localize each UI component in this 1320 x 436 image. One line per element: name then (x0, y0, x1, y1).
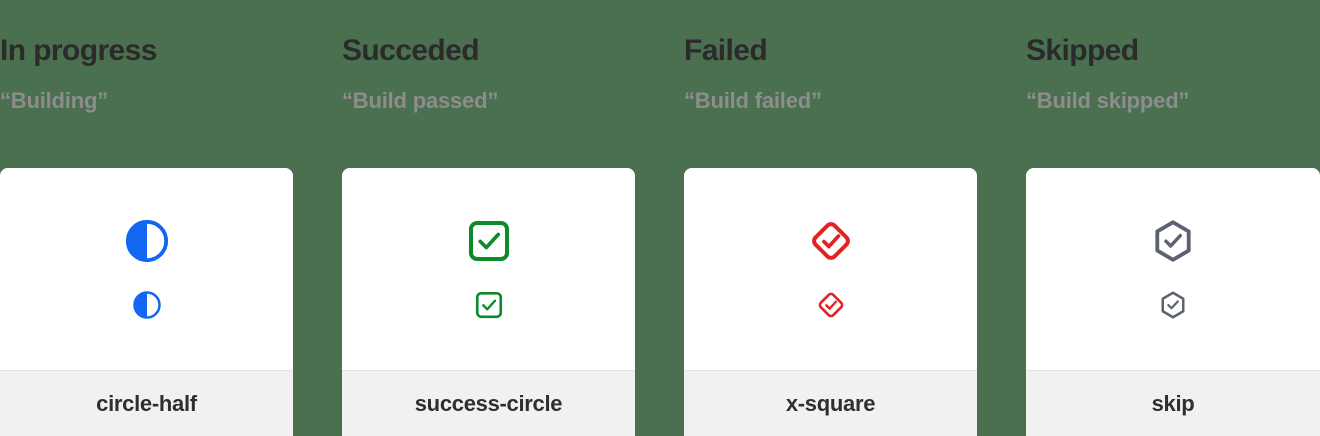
icon-card-success-circle[interactable]: success-circle (342, 168, 635, 436)
icon-name-label: circle-half (96, 390, 197, 416)
icon-card-footer: x-square (684, 370, 977, 436)
x-square-icon (816, 290, 846, 320)
icon-preview (1026, 168, 1320, 370)
icon-card-footer: circle-half (0, 370, 293, 436)
icon-preview (342, 168, 635, 370)
circle-half-icon (132, 290, 162, 320)
icon-card-x-square[interactable]: x-square (684, 168, 977, 436)
icon-card-circle-half[interactable]: circle-half (0, 168, 293, 436)
icon-preview (0, 168, 293, 370)
status-phrase: “Build passed” (342, 88, 499, 113)
status-phrase: “Build skipped” (1026, 88, 1190, 113)
status-title: Skipped (1026, 34, 1139, 67)
success-circle-icon (466, 218, 512, 264)
skip-icon (1158, 290, 1188, 320)
icon-name-label: skip (1151, 390, 1195, 416)
icon-preview (684, 168, 977, 370)
status-title: Failed (684, 34, 768, 67)
status-phrase: “Building” (0, 88, 108, 113)
icon-card-footer: success-circle (342, 370, 635, 436)
status-column-in-progress: In progress “Building” (0, 0, 293, 436)
icon-card-skip[interactable]: skip (1026, 168, 1320, 436)
status-title: In progress (0, 34, 157, 67)
circle-half-icon (124, 218, 170, 264)
status-column-succeded: Succeded “Build passed” (342, 0, 635, 436)
skip-icon (1150, 218, 1196, 264)
status-column-failed: Failed “Build failed” x (684, 0, 977, 436)
status-title: Succeded (342, 34, 480, 67)
status-column-skipped: Skipped “Build skipped” (1026, 0, 1320, 436)
status-phrase: “Build failed” (684, 88, 822, 113)
x-square-icon (808, 218, 854, 264)
icon-name-label: x-square (785, 390, 876, 416)
icon-name-label: success-circle (414, 390, 563, 416)
success-circle-icon (474, 290, 504, 320)
icon-card-footer: skip (1026, 370, 1320, 436)
